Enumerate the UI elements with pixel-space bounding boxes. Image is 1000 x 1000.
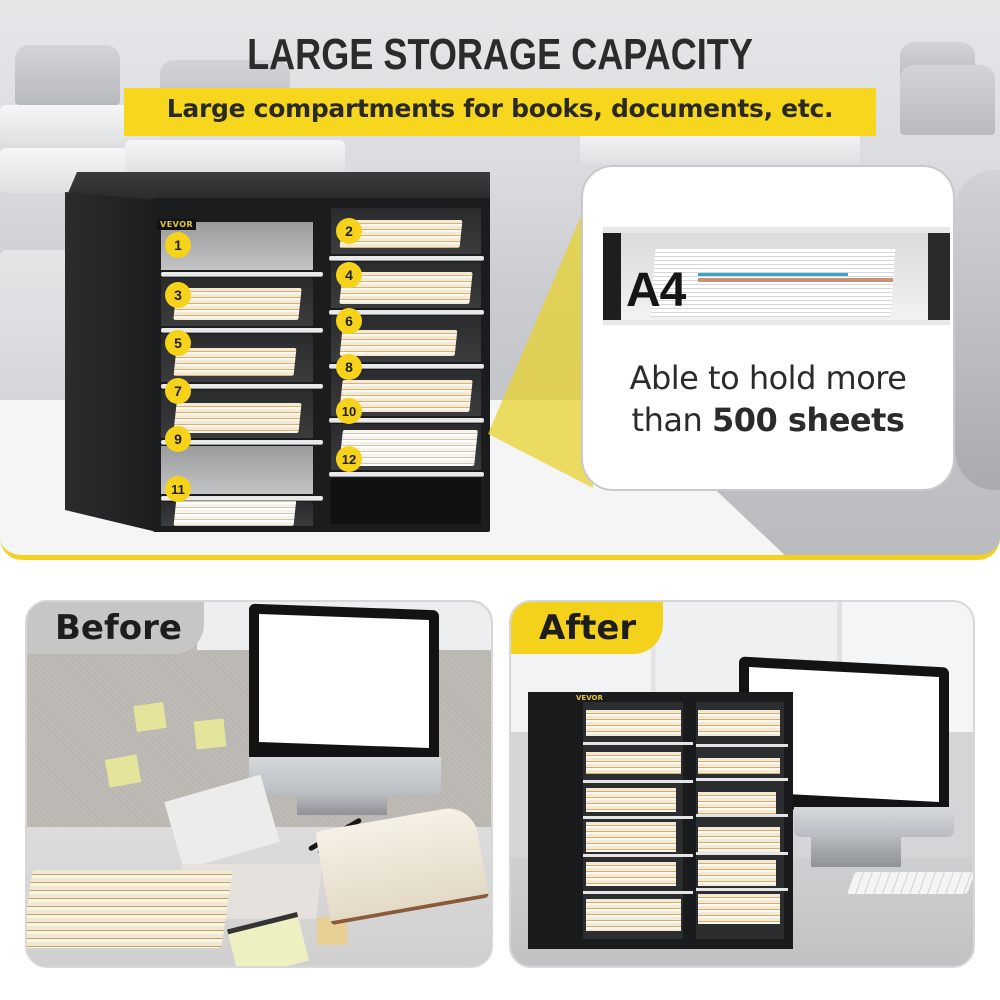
shelf-divider bbox=[696, 852, 788, 855]
a4-compartment-closeup: A4 bbox=[603, 227, 950, 325]
shelf-divider bbox=[696, 814, 788, 817]
document-stack bbox=[173, 498, 297, 526]
shelf-divider bbox=[329, 256, 484, 260]
cluttered-folder-stack bbox=[27, 870, 233, 948]
document-stack bbox=[698, 894, 780, 924]
shelf-divider bbox=[583, 816, 693, 819]
document-stack bbox=[698, 827, 780, 853]
sticky-note bbox=[133, 702, 167, 732]
before-comparison-panel: Before bbox=[25, 600, 493, 968]
computer-monitor bbox=[249, 603, 439, 771]
shelf-divider bbox=[583, 854, 693, 857]
background-chair bbox=[15, 45, 120, 105]
sticky-note bbox=[193, 718, 227, 750]
document-stack bbox=[586, 788, 676, 812]
after-comparison-panel: VEVOR After bbox=[509, 600, 975, 968]
sticky-note bbox=[104, 754, 142, 788]
capacity-line-1: Able to hold more bbox=[629, 359, 907, 397]
document-stack bbox=[586, 710, 681, 736]
compartment-number-badge: 7 bbox=[165, 378, 191, 404]
compartment bbox=[331, 478, 481, 524]
shelf-divider bbox=[161, 384, 323, 388]
paper-size-label: A4 bbox=[626, 264, 686, 317]
compartment-number-badge: 1 bbox=[165, 232, 191, 258]
monitor-stand bbox=[297, 795, 387, 815]
organizer-front: 1 2 3 4 5 6 7 8 9 10 11 12 bbox=[153, 198, 490, 532]
subheadline-highlight bbox=[124, 88, 876, 136]
document-stack bbox=[698, 710, 780, 736]
organizer-top bbox=[65, 172, 490, 200]
document-stack bbox=[586, 822, 676, 852]
compartment-number-badge: 12 bbox=[336, 446, 362, 472]
document-stack bbox=[173, 288, 302, 320]
capacity-callout-card: A4 Able to hold more than 500 sheets bbox=[583, 167, 953, 489]
compartment-number-badge: 5 bbox=[165, 330, 191, 356]
organized-mail-sorter bbox=[528, 692, 793, 949]
monitor-chin bbox=[249, 757, 441, 795]
monitor-stand bbox=[811, 837, 901, 867]
paper-stack bbox=[650, 249, 896, 317]
shelf-divider bbox=[161, 440, 323, 444]
compartment-post-left bbox=[603, 233, 621, 320]
document-stack bbox=[173, 348, 297, 376]
document-stack bbox=[586, 899, 681, 931]
document-stack bbox=[339, 330, 458, 356]
compartment-post-right bbox=[928, 233, 950, 320]
compartment-number-badge: 11 bbox=[165, 476, 191, 502]
monitor-screen bbox=[259, 614, 429, 748]
shelf-divider bbox=[161, 328, 323, 332]
shelf-divider bbox=[696, 778, 788, 781]
shelf-divider bbox=[696, 888, 788, 891]
vevor-brand-label: VEVOR bbox=[157, 219, 197, 230]
document-stack bbox=[586, 752, 681, 774]
sheet-count-highlight: 500 sheets bbox=[711, 401, 905, 439]
document-stack bbox=[586, 862, 676, 886]
shelf-divider bbox=[329, 310, 484, 314]
shelf-divider bbox=[583, 742, 693, 745]
background-desk bbox=[125, 140, 345, 175]
capacity-line-2-prefix: than bbox=[631, 401, 712, 439]
compartment-number-badge: 2 bbox=[336, 218, 362, 244]
shelf-divider bbox=[583, 780, 693, 783]
monitor-chin bbox=[794, 807, 954, 837]
shelf-divider bbox=[161, 496, 323, 500]
shelf-divider bbox=[329, 472, 484, 476]
before-label: Before bbox=[27, 602, 204, 654]
compartment-number-badge: 4 bbox=[336, 262, 362, 288]
document-stack bbox=[173, 403, 302, 433]
page-headline: LARGE STORAGE CAPACITY bbox=[247, 30, 753, 79]
compartment-number-badge: 6 bbox=[336, 308, 362, 334]
shelf-divider bbox=[583, 891, 693, 894]
document-stack bbox=[698, 758, 780, 774]
mail-sorter-organizer: 1 2 3 4 5 6 7 8 9 10 11 12 VEVOR bbox=[65, 172, 490, 532]
compartment-number-badge: 3 bbox=[165, 282, 191, 308]
compartment-number-badge: 8 bbox=[336, 354, 362, 380]
vevor-brand-label: VEVOR bbox=[576, 694, 603, 702]
after-label: After bbox=[511, 602, 663, 654]
shelf-divider bbox=[161, 272, 323, 276]
compartment-number-badge: 9 bbox=[165, 426, 191, 452]
compartment-number-badge: 10 bbox=[336, 398, 362, 424]
blue-folder-edge bbox=[698, 273, 848, 276]
shelf-divider bbox=[696, 744, 788, 747]
document-stack bbox=[698, 792, 776, 816]
background-chair-right bbox=[955, 170, 1000, 490]
page-subheadline: Large compartments for books, documents,… bbox=[166, 94, 834, 123]
keyboard bbox=[846, 872, 973, 894]
shelf-divider bbox=[329, 364, 484, 368]
background-chair bbox=[900, 65, 995, 135]
capacity-description: Able to hold more than 500 sheets bbox=[583, 357, 953, 441]
document-stack bbox=[698, 860, 776, 886]
organizer-side-panel bbox=[65, 192, 157, 532]
shelf-divider bbox=[329, 418, 484, 422]
capacity-hero-panel: LARGE STORAGE CAPACITY Large compartment… bbox=[0, 0, 1000, 560]
brown-folder-edge bbox=[698, 278, 893, 282]
